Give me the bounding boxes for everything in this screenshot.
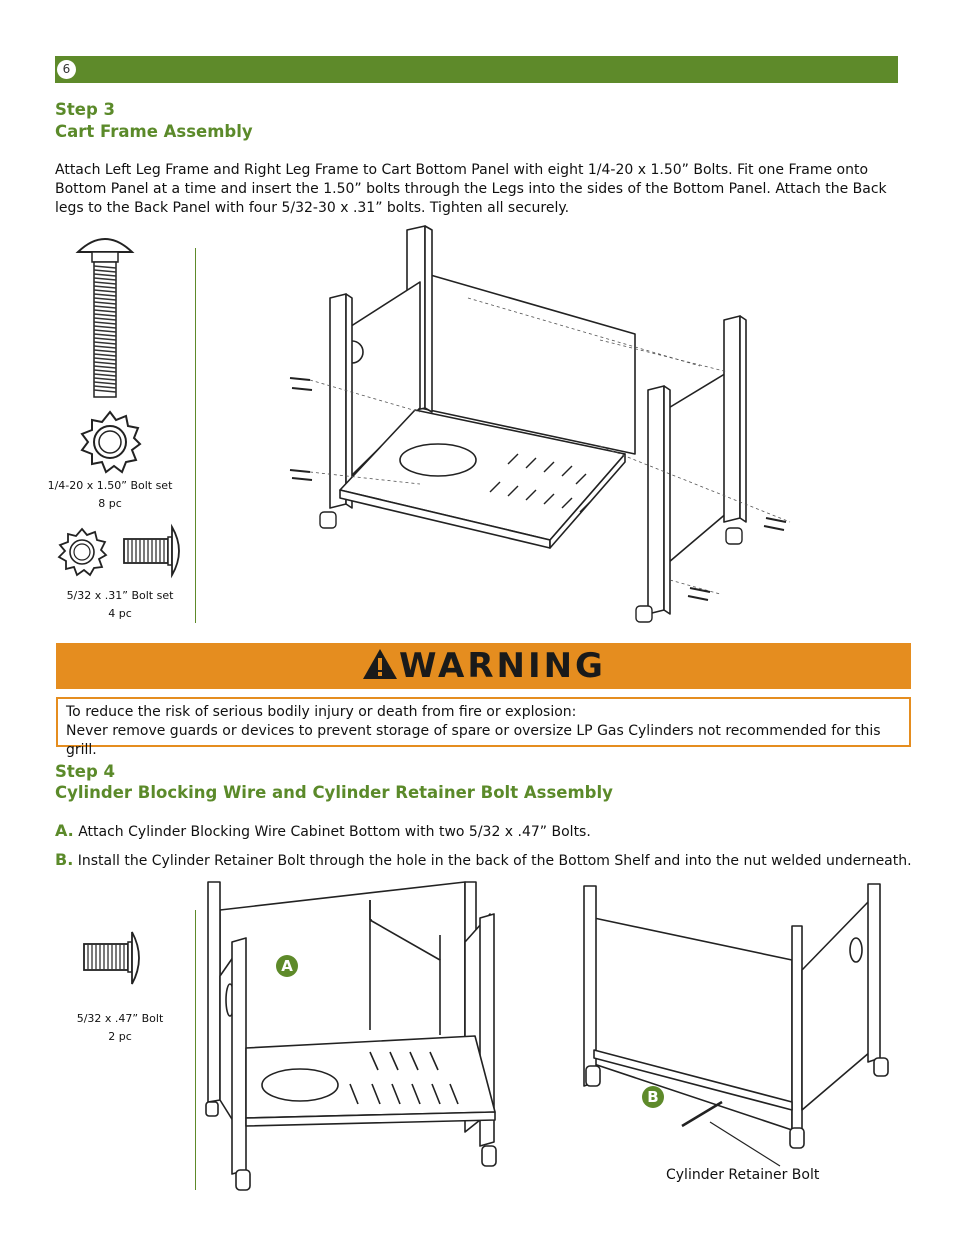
part-2-name: 5/32 x .31” Bolt set	[66, 589, 174, 602]
bolt-thread	[93, 357, 117, 361]
short-bolt-icon	[123, 523, 180, 579]
bolt-thread	[93, 285, 117, 289]
bolt-thread	[93, 385, 117, 389]
warning-title: WARNING	[399, 646, 606, 686]
warning-title-wrap: WARNING	[56, 643, 911, 689]
cabinet-illustration-b	[583, 883, 889, 1167]
cylinder-retainer-bolt-callout: Cylinder Retainer Bolt	[666, 1167, 820, 1183]
part-1-qty: 8 pc	[98, 497, 122, 510]
bolt-thread	[93, 381, 117, 385]
warning-message-box: To reduce the risk of serious bodily inj…	[56, 697, 911, 758]
bolt-thread	[93, 309, 117, 313]
bolt-thread	[93, 341, 117, 345]
step4-item-b: B. Install the Cylinder Retainer Bolt th…	[55, 850, 912, 871]
step4-item-a: A. Attach Cylinder Blocking Wire Cabinet…	[55, 821, 591, 842]
step4-divider-line	[195, 910, 196, 1190]
warning-line-1: To reduce the risk of serious bodily inj…	[66, 704, 577, 720]
cabinet-illustration-a	[205, 881, 497, 1191]
bolt-thread	[93, 301, 117, 305]
step4-item-b-letter: B.	[55, 850, 74, 869]
step4-item-a-text: Attach Cylinder Blocking Wire Cabinet Bo…	[78, 824, 591, 840]
bolt-thread	[93, 345, 117, 349]
step3-title: Cart Frame Assembly	[55, 122, 253, 141]
step4-part-name: 5/32 x .47” Bolt	[76, 1012, 164, 1025]
warning-line-2: Never remove guards or devices to preven…	[66, 723, 881, 758]
cart-frame-illustration	[289, 225, 791, 623]
bolt-thread	[93, 297, 117, 301]
step3-instruction-line-3: legs to the Back Panel with four 5/32-30…	[55, 200, 570, 216]
bolt-thread	[93, 317, 117, 321]
bolt-thread	[93, 329, 117, 333]
step3-instruction-line-2: Bottom Panel at a time and insert the 1.…	[55, 181, 887, 197]
step4-title: Cylinder Blocking Wire and Cylinder Reta…	[55, 783, 613, 802]
bolt-thread	[93, 293, 117, 297]
bolt-thread	[93, 289, 117, 293]
bolt-thread	[93, 325, 117, 329]
bolt-thread	[93, 277, 117, 281]
step4-item-a-letter: A.	[55, 821, 74, 840]
bolt-thread	[93, 377, 117, 381]
bolt-thread	[93, 333, 117, 337]
lock-washer-icon	[80, 410, 142, 474]
badge-a: A	[276, 955, 298, 977]
part-2-qty: 4 pc	[108, 607, 132, 620]
bolt-thread	[93, 281, 117, 285]
step3-label: Step 3	[55, 100, 115, 119]
bolt-thread	[93, 389, 117, 393]
bolt-thread	[93, 265, 117, 269]
header-bar	[55, 56, 898, 83]
bolt-thread	[93, 305, 117, 309]
page-number: 6	[57, 60, 76, 79]
bolt-thread	[93, 337, 117, 341]
bolt-thread	[93, 321, 117, 325]
badge-b: B	[642, 1086, 664, 1108]
bolt-thread	[93, 369, 117, 373]
step4-bolt-icon	[83, 931, 140, 985]
warning-banner: WARNING	[56, 643, 911, 689]
bolt-thread	[93, 349, 117, 353]
small-washer-icon	[57, 527, 108, 577]
bolt-thread	[93, 269, 117, 273]
divider-line	[195, 248, 196, 623]
step3-instruction-line-1: Attach Left Leg Frame and Right Leg Fram…	[55, 162, 869, 178]
bolt-thread	[93, 353, 117, 357]
warning-triangle-icon	[363, 649, 398, 679]
bolt-thread	[93, 313, 117, 317]
bolt-thread	[93, 273, 117, 277]
step4-label: Step 4	[55, 762, 115, 781]
bolt-thread	[93, 365, 117, 369]
step4-item-b-text: Install the Cylinder Retainer Bolt throu…	[77, 853, 912, 869]
step4-part-qty: 2 pc	[108, 1030, 132, 1043]
part-1-name: 1/4-20 x 1.50” Bolt set	[47, 479, 173, 492]
long-bolt-icon	[75, 238, 135, 398]
bolt-thread	[93, 361, 117, 365]
bolt-thread	[93, 373, 117, 377]
